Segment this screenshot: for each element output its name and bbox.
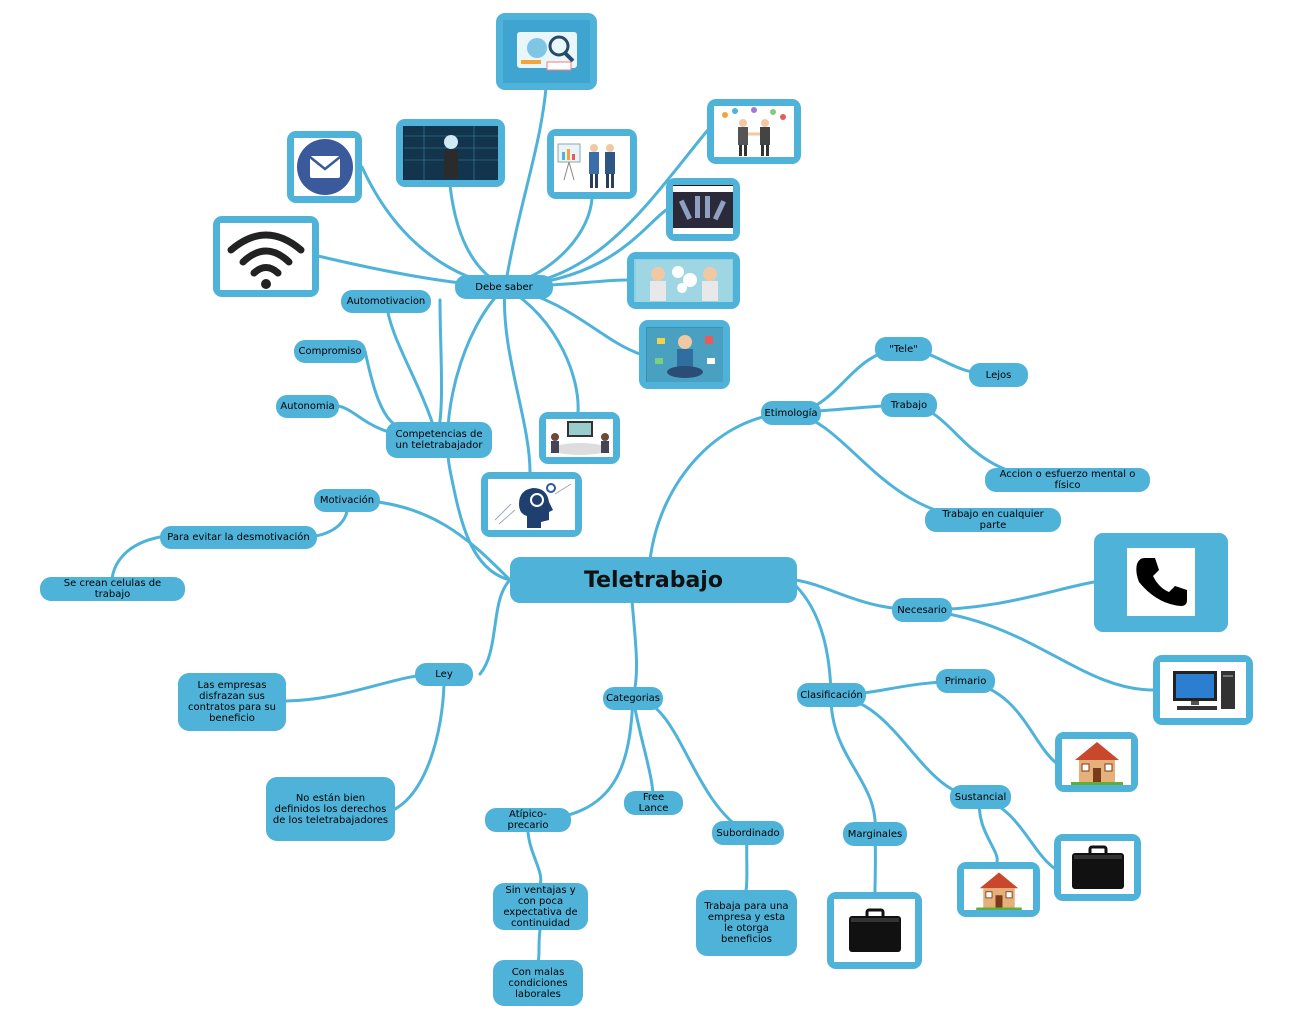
image-node-phone[interactable] <box>1094 533 1228 632</box>
node-marginales[interactable]: Marginales <box>843 822 907 846</box>
node-atipico-precario[interactable]: Atípico-precario <box>485 808 571 832</box>
image-node-presentation[interactable] <box>547 129 637 199</box>
ai-head-icon <box>488 479 575 530</box>
node-tele[interactable]: "Tele" <box>875 337 932 361</box>
computer-icon <box>1160 662 1246 718</box>
house-icon <box>964 869 1033 910</box>
image-node-meditation[interactable] <box>639 320 730 389</box>
node-trabajo[interactable]: Trabajo <box>881 393 937 417</box>
node-no-definidos[interactable]: No están bien definidos los derechos de … <box>266 777 395 841</box>
node-accion[interactable]: Accion o esfuerzo mental o físico <box>985 468 1150 492</box>
discussion-icon <box>634 259 733 302</box>
image-node-briefcase-marginales[interactable] <box>827 892 922 969</box>
node-clasificacion[interactable]: Clasificación <box>797 683 866 707</box>
image-node-analytics[interactable] <box>496 13 597 90</box>
central-topic[interactable]: Teletrabajo <box>510 557 797 603</box>
node-free-lance[interactable]: Free Lance <box>624 791 683 815</box>
team-hands-icon <box>673 185 733 234</box>
email-icon <box>294 138 355 196</box>
image-node-house-sustancial[interactable] <box>957 862 1040 917</box>
phone-icon <box>1127 548 1195 616</box>
node-celulas[interactable]: Se crean celulas de trabajo <box>40 577 185 601</box>
node-lejos[interactable]: Lejos <box>969 363 1028 387</box>
handshake-icon <box>714 106 794 157</box>
node-categorias[interactable]: Categorias <box>603 687 663 710</box>
image-node-computer[interactable] <box>1153 655 1253 725</box>
image-node-wifi[interactable] <box>213 216 319 297</box>
image-node-house-primario[interactable] <box>1055 732 1138 792</box>
video-call-icon <box>546 419 613 457</box>
node-debe-saber[interactable]: Debe saber <box>455 275 553 299</box>
analytics-illustration-icon <box>503 20 590 83</box>
node-evitar-desmotivacion[interactable]: Para evitar la desmotivación <box>160 526 317 549</box>
node-compromiso[interactable]: Compromiso <box>294 340 366 363</box>
node-ley[interactable]: Ley <box>415 663 473 686</box>
meditation-icon <box>646 327 723 382</box>
node-necesario[interactable]: Necesario <box>892 598 952 622</box>
image-node-handshake[interactable] <box>707 99 801 164</box>
wifi-icon <box>220 223 312 290</box>
node-malas-condiciones[interactable]: Con malas condiciones laborales <box>493 960 583 1006</box>
node-motivacion[interactable]: Motivación <box>314 489 380 512</box>
node-autonomia[interactable]: Autonomia <box>276 395 339 418</box>
node-competencias[interactable]: Competencias de un teletrabajador <box>386 422 492 458</box>
node-automotivacion[interactable]: Automotivacion <box>341 290 431 313</box>
image-node-video-call[interactable] <box>539 412 620 464</box>
node-trabaja-empresa[interactable]: Trabaja para una empresa y esta le otorg… <box>696 890 797 956</box>
node-primario[interactable]: Primario <box>936 669 995 693</box>
image-node-briefcase-sustancial[interactable] <box>1054 834 1141 901</box>
briefcase-icon <box>1061 841 1134 894</box>
image-node-team-hands[interactable] <box>666 178 740 241</box>
node-etimologia[interactable]: Etimología <box>761 401 821 425</box>
tech-person-icon <box>403 126 498 180</box>
image-node-discussion[interactable] <box>627 252 740 309</box>
image-node-email[interactable] <box>287 131 362 203</box>
node-empresas-disfrazan[interactable]: Las empresas disfrazan sus contratos par… <box>178 673 286 731</box>
image-node-tech-person[interactable] <box>396 119 505 187</box>
house-icon <box>1062 739 1131 785</box>
presentation-icon <box>554 136 630 192</box>
node-subordinado[interactable]: Subordinado <box>712 821 784 845</box>
node-sin-ventajas[interactable]: Sin ventajas y con poca expectativa de c… <box>493 883 588 930</box>
briefcase-icon <box>834 899 915 962</box>
image-node-ai-head[interactable] <box>481 472 582 537</box>
node-cualquier-parte[interactable]: Trabajo en cualquier parte <box>925 508 1061 532</box>
node-sustancial[interactable]: Sustancial <box>950 785 1011 809</box>
